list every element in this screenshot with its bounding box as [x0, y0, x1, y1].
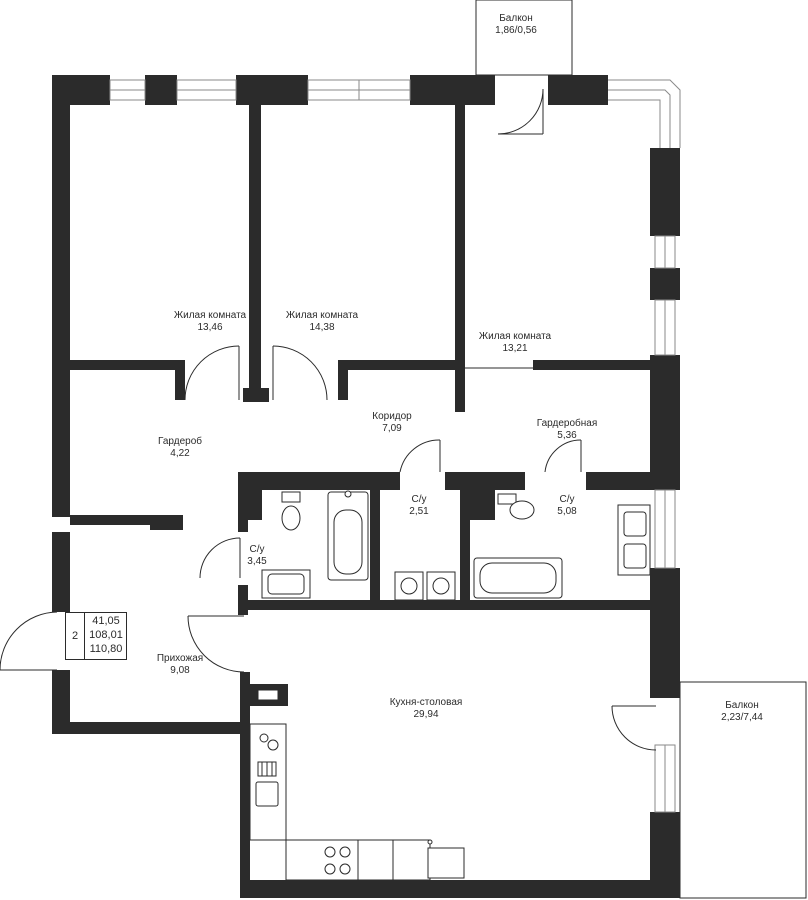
room-label-wc-1: С/у 2,51	[409, 494, 428, 518]
room-name: Гардероб	[158, 436, 202, 447]
outer-walls	[52, 75, 681, 898]
room-label-balcony-right: Балкон 2,23/7,44	[721, 700, 763, 724]
room-area: 29,94	[413, 709, 439, 720]
room-label-wardrobe-room: Гардеробная 5,36	[537, 418, 598, 442]
room-area: 7,09	[382, 423, 402, 434]
room-name: Гардеробная	[536, 418, 598, 429]
balconies	[475, 0, 807, 899]
room-label-wc-3: С/у 3,45	[247, 544, 266, 568]
room-area: 5,08	[557, 506, 577, 517]
room-area: 1,86/0,56	[495, 25, 537, 36]
doors	[0, 88, 657, 751]
inner-walls	[70, 105, 680, 706]
room-area: 2,23/7,44	[721, 712, 763, 723]
areas-list: 41,05 108,01 110,80	[86, 614, 126, 656]
room-name: Жилая комната	[285, 310, 359, 321]
room-label-wc-2: С/у 5,08	[557, 494, 576, 518]
room-area: 3,45	[247, 556, 267, 567]
room-name: Кухня-столовая	[389, 697, 463, 708]
room-label-balcony-top: Балкон 1,86/0,56	[495, 13, 537, 37]
room-area: 13,46	[197, 322, 223, 333]
room-label-garderob: Гардероб 4,22	[158, 436, 202, 460]
room-label-living-1: Жилая комната 13,46	[174, 310, 246, 334]
room-name: Коридор	[372, 411, 412, 422]
room-area: 2,51	[409, 506, 429, 517]
room-label-kitchen: Кухня-столовая 29,94	[390, 697, 463, 721]
living-area: 41,05	[92, 615, 120, 627]
room-label-living-2: Жилая комната 14,38	[286, 310, 358, 334]
rooms-count: 2	[66, 613, 85, 659]
room-area: 14,38	[309, 322, 335, 333]
room-name: С/у	[411, 494, 427, 505]
room-area: 5,36	[557, 430, 577, 441]
room-name: Жилая комната	[173, 310, 247, 321]
fixtures	[249, 490, 651, 881]
room-label-living-3: Жилая комната 13,21	[479, 331, 551, 355]
room-label-hall: Прихожая 9,08	[157, 653, 203, 677]
room-name: Жилая комната	[478, 331, 552, 342]
room-name: Балкон	[725, 700, 759, 711]
total-area: 108,01	[89, 629, 123, 641]
room-area: 4,22	[170, 448, 190, 459]
room-name: Прихожая	[156, 653, 204, 664]
room-name: Балкон	[499, 13, 533, 24]
room-area: 9,08	[170, 665, 190, 676]
room-name: С/у	[559, 494, 575, 505]
room-area: 13,21	[502, 343, 528, 354]
room-name: С/у	[249, 544, 265, 555]
room-label-corridor: Коридор 7,09	[372, 411, 412, 435]
total-with-balconies: 110,80	[89, 643, 123, 655]
apartment-summary: 2 41,05 108,01 110,80	[65, 612, 127, 660]
